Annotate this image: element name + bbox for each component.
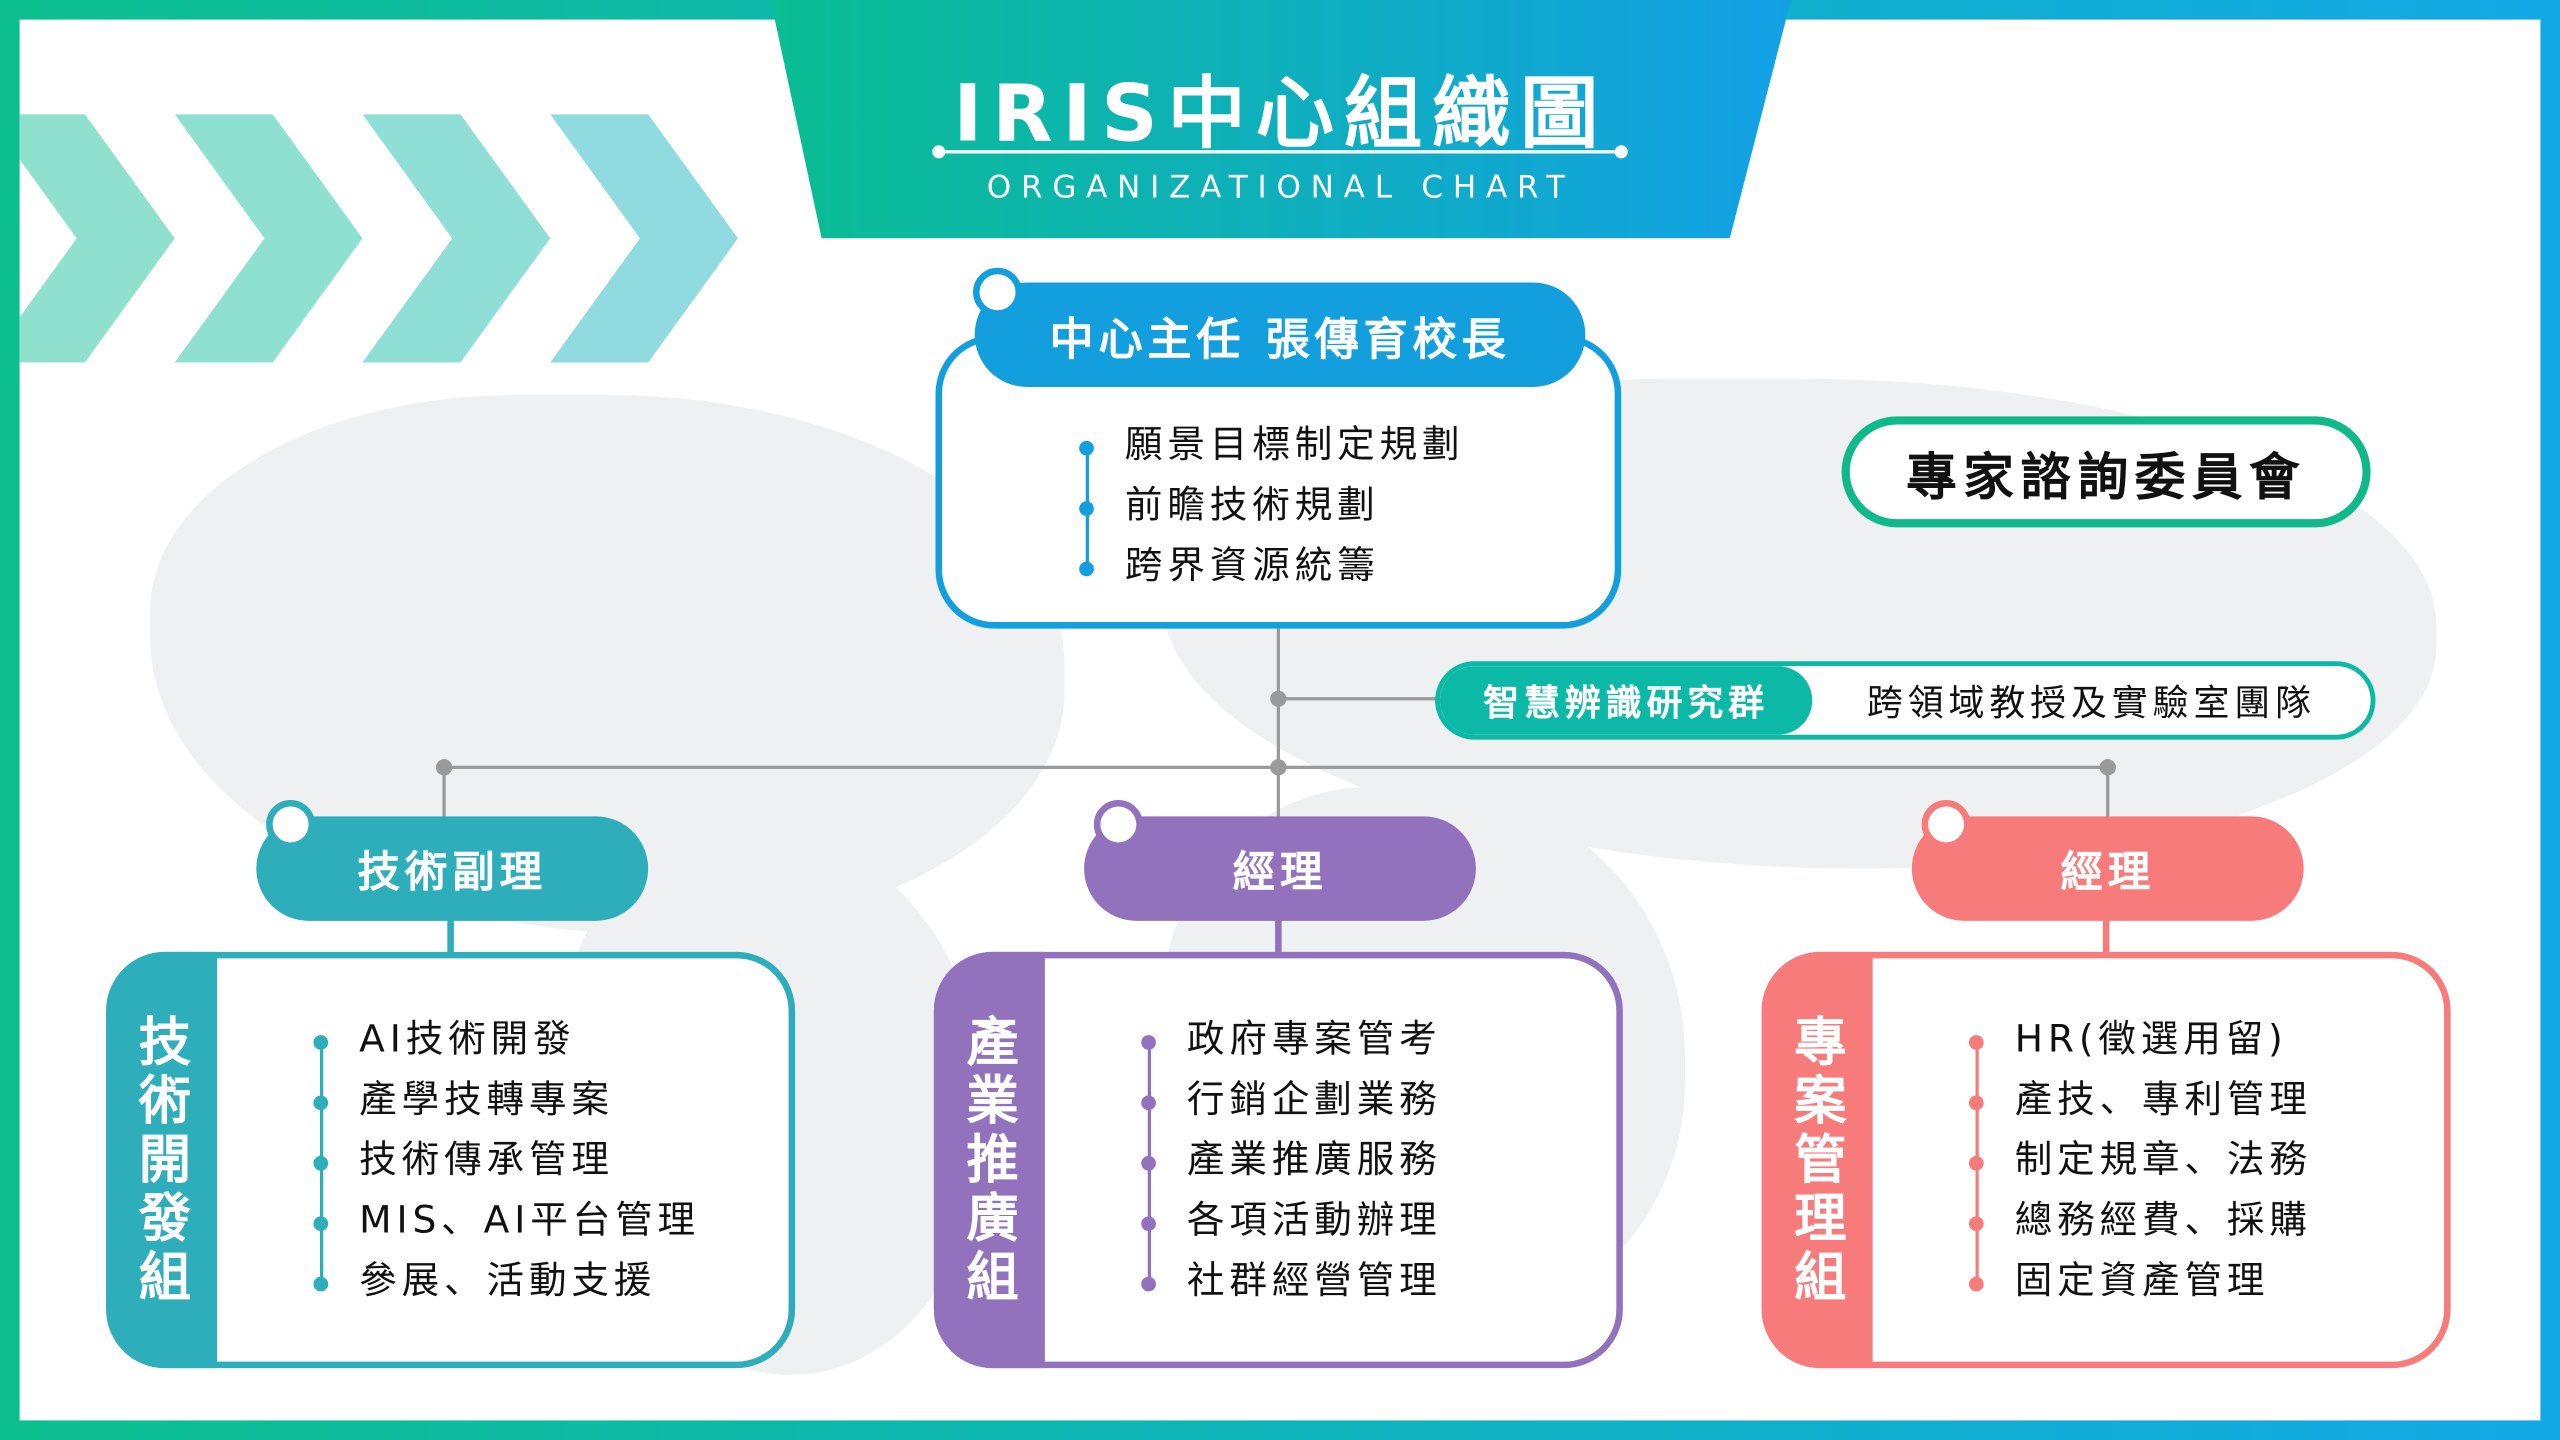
group-header-circle xyxy=(266,799,316,849)
page-title: IRIS中心組織圖 xyxy=(953,68,1609,160)
connector-line xyxy=(1278,697,1442,701)
group-header-circle xyxy=(1093,799,1143,849)
duty-item: 制定規章、法務 xyxy=(1968,1131,2312,1191)
group-connector xyxy=(447,914,454,957)
group-duties: 政府專案管考行銷企劃業務產業推廣服務各項活動辦理社群經營管理 xyxy=(1141,1011,1442,1313)
research-team-label: 跨領域教授及實驗室團隊 xyxy=(1866,684,2316,725)
director-duties: 願景目標制定規劃 前瞻技術規劃 跨界資源統籌 xyxy=(1079,416,1465,597)
connector-dot xyxy=(1270,759,1287,776)
group-name: 產業推廣組 xyxy=(933,951,1045,1369)
group-box: 專案管理組 xyxy=(1761,951,2451,1369)
group-box: 產業推廣組 xyxy=(933,951,1623,1369)
group-connector xyxy=(2102,914,2110,957)
duty-item: 技術傳承管理 xyxy=(313,1131,700,1191)
title-banner xyxy=(770,0,1792,239)
connector-dot xyxy=(435,759,453,776)
connector-line xyxy=(2106,767,2110,820)
connector-dot xyxy=(2099,759,2116,776)
duty-item: 參展、活動支援 xyxy=(313,1252,700,1312)
research-group-pill: 智慧辨識研究群 跨領域教授及實驗室團隊 xyxy=(1435,661,2376,740)
duty-item: HR(徵選用留) xyxy=(1968,1011,2312,1071)
chevron-arrows xyxy=(19,114,738,363)
advisory-committee: 專家諮詢委員會 xyxy=(1841,416,2371,528)
title-divider xyxy=(932,145,1628,159)
duty-item: 固定資產管理 xyxy=(1968,1252,2312,1312)
director-header-circle xyxy=(973,267,1023,317)
page-subtitle: ORGANIZATIONAL CHART xyxy=(986,169,1575,206)
group-name: 技術開發組 xyxy=(106,951,218,1369)
duty-item: 各項活動辦理 xyxy=(1141,1192,1442,1252)
duty-item: 產學技轉專案 xyxy=(313,1071,700,1131)
group-header: 經理 xyxy=(1911,816,2304,921)
research-group-label: 智慧辨識研究群 xyxy=(1439,666,1813,735)
group-connector xyxy=(1275,914,1282,957)
connector-line xyxy=(442,767,446,820)
group-box: 技術開發組 xyxy=(106,951,796,1369)
connector-dot xyxy=(1270,690,1287,707)
group-header: 技術副理 xyxy=(256,816,649,921)
connector-line xyxy=(1276,628,1280,822)
duty-item: 社群經營管理 xyxy=(1141,1252,1442,1312)
director-header: 中心主任 張傳育校長 xyxy=(974,282,1586,387)
duty-item: 前瞻技術規劃 xyxy=(1079,477,1465,537)
group-duties: HR(徵選用留)產技、專利管理制定規章、法務總務經費、採購固定資產管理 xyxy=(1968,1011,2312,1313)
group-header-circle xyxy=(1921,799,1971,849)
group-header: 經理 xyxy=(1084,816,1476,921)
duty-item: 產業推廣服務 xyxy=(1141,1131,1442,1191)
duty-item: 跨界資源統籌 xyxy=(1079,537,1465,597)
duty-item: AI技術開發 xyxy=(313,1011,700,1071)
duty-item: 行銷企劃業務 xyxy=(1141,1071,1442,1131)
duty-item: 政府專案管考 xyxy=(1141,1011,1442,1071)
duty-item: 產技、專利管理 xyxy=(1968,1071,2312,1131)
group-name: 專案管理組 xyxy=(1761,951,1873,1369)
duty-item: 願景目標制定規劃 xyxy=(1079,416,1465,476)
duty-item: MIS、AI平台管理 xyxy=(313,1192,700,1252)
duty-item: 總務經費、採購 xyxy=(1968,1192,2312,1252)
